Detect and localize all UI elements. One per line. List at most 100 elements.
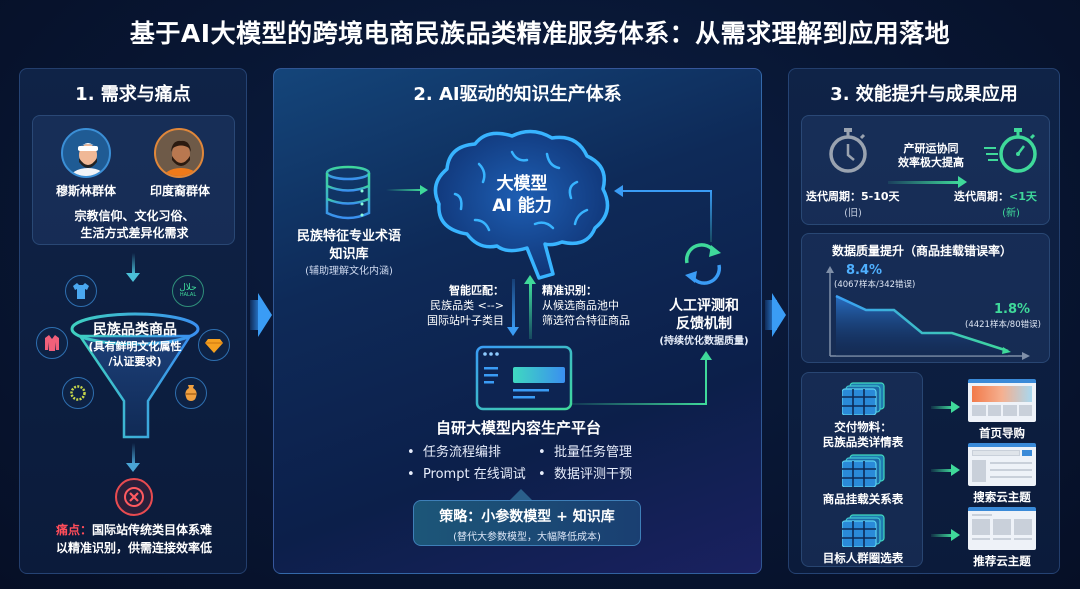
stopwatch-fast-icon	[984, 128, 1037, 173]
feedback-to-brain-line	[622, 190, 712, 192]
identify-line-1: 从候选商品池中	[542, 299, 619, 312]
table-stack-icon-3	[842, 514, 885, 547]
app-label-recommend: 推荐云主题	[973, 554, 1031, 568]
funnel-sub-1: (具有鲜明文化属性	[88, 340, 182, 353]
app-arrow-1-icon	[951, 401, 960, 413]
feedback-vertical-line	[710, 190, 712, 242]
brain-label-2: AI 能力	[492, 196, 552, 216]
arrow-right-icon	[420, 185, 428, 195]
necklace-icon	[62, 377, 94, 409]
arrow-down-icon-2	[126, 463, 140, 472]
arrow-down-blue-icon	[507, 327, 519, 336]
user-groups-card: 穆斯林群体 印度裔群体 宗教信仰、文化习俗、 生活方式差异化需求	[32, 115, 235, 245]
match-label: 智能匹配：	[449, 284, 504, 297]
panel2-title: 2. AI驱动的知识生产体系	[413, 84, 622, 105]
end-value: 1.8%	[994, 302, 1031, 317]
kb-title-2: 知识库	[329, 247, 369, 262]
arrow-down-line-2	[132, 443, 135, 465]
app-arrow-3-line	[931, 534, 953, 537]
identify-arrow-line	[529, 283, 532, 339]
match-line-2: 国际站叶子类目	[427, 314, 504, 327]
arrow-left-icon	[614, 185, 623, 197]
platform-title: 自研大模型内容生产平台	[435, 419, 601, 437]
feature-3: • Prompt 在线调试	[407, 467, 526, 482]
platform-to-feedback-vertical	[705, 359, 707, 405]
brain-icon	[433, 129, 610, 280]
app-label-search: 搜索云主题	[973, 490, 1031, 504]
feedback-title-2: 反馈机制	[676, 316, 732, 332]
app-arrow-3-icon	[951, 529, 960, 541]
group-label-indian: 印度裔群体	[149, 184, 210, 198]
needs-line-2: 生活方式差异化需求	[80, 226, 189, 240]
feature-2: • 批量任务管理	[538, 445, 632, 460]
start-detail: (4067样本/342错误)	[834, 280, 916, 290]
arrow-up-icon	[700, 351, 712, 360]
new-cycle: 迭代周期：<1天	[954, 190, 1037, 203]
iteration-cycle-card: 产研运协同 效率极大提高 迭代周期：5-10天 (旧) 迭代周期：<1天 (新)	[801, 115, 1050, 225]
arrow-kb-to-brain	[386, 189, 422, 191]
app-label-homepage: 首页导购	[979, 426, 1025, 440]
quality-chart-card: 数据质量提升（商品挂载错误率） 8.4% (4067样本/342错误) 1.8%…	[801, 233, 1050, 363]
halal-arabic-text: حلال	[179, 283, 197, 293]
match-arrow-line	[512, 279, 515, 331]
homepage-screen-icon	[968, 379, 1036, 422]
deliverable-1-label: 交付物料：	[834, 420, 892, 434]
app-arrow-2-line	[931, 469, 953, 472]
refresh-cycle-icon	[684, 243, 722, 285]
brain-label-1: 大模型	[496, 174, 548, 194]
halal-icon: حلال HALAL	[172, 275, 204, 307]
search-screen-icon	[968, 443, 1036, 486]
group-label-muslim: 穆斯林群体	[55, 184, 116, 198]
arrow-down-line	[132, 253, 135, 275]
callout-pointer	[509, 489, 533, 501]
start-value: 8.4%	[846, 263, 883, 278]
arrow-up-green-icon	[524, 275, 536, 284]
kb-title-1: 民族特征专业术语	[296, 229, 401, 244]
match-line-1: 民族品类 <-->	[430, 299, 504, 312]
deliverable-1-label-2: 民族品类详情表	[822, 435, 904, 449]
platform-to-feedback-line	[569, 403, 707, 405]
strategy-sub: (替代大参数模型，大幅降低成本)	[453, 532, 601, 543]
stopwatch-old-icon	[829, 128, 867, 173]
page-title: 基于AI大模型的跨境电商民族品类精准服务体系：从需求理解到应用落地	[129, 19, 951, 48]
app-arrow-2-icon	[951, 464, 960, 476]
deliverable-3-label: 目标人群圈选表	[822, 551, 904, 565]
strategy-title: 策略：小参数模型 + 知识库	[439, 509, 615, 525]
pain-point-text-1: 国际站传统类目体系难	[92, 523, 213, 537]
improvement-arrow-line	[888, 181, 960, 184]
feature-1: • 任务流程编排	[407, 445, 501, 460]
funnel-sub-2: /认证要求)	[108, 355, 162, 368]
pain-point-line-2: 以精准识别，供需连接效率低	[55, 541, 212, 555]
robe-icon	[36, 327, 68, 359]
pain-point-label: 痛点：	[55, 523, 92, 537]
panel-needs-pain-points: 1. 需求与痛点 穆斯林群体 印度裔群体 宗教信仰、文化习俗、 生活方式差异化需…	[19, 68, 247, 574]
feature-4: • 数据评测干预	[538, 467, 632, 482]
table-stack-icon-1	[842, 382, 885, 415]
flow-arrow-1-icon	[258, 293, 272, 337]
panel1-title: 1. 需求与痛点	[75, 84, 191, 105]
platform-window-icon	[475, 345, 573, 411]
kb-sub: (辅助理解文化内涵)	[305, 266, 393, 277]
flow-arrow-2-icon	[772, 293, 786, 337]
needs-line-1: 宗教信仰、文化习俗、	[74, 209, 195, 223]
feedback-sub: (持续优化数据质量)	[659, 336, 749, 347]
identify-line-2: 筛选符合特征商品	[542, 314, 630, 327]
collab-line-2: 效率极大提高	[898, 156, 964, 169]
strategy-callout: 策略：小参数模型 + 知识库 (替代大参数模型，大幅降低成本)	[413, 500, 641, 546]
improvement-arrow-icon	[958, 176, 967, 188]
end-detail: (4421样本/80错误)	[965, 320, 1041, 330]
diamond-icon	[198, 329, 230, 361]
vase-icon	[175, 377, 207, 409]
funnel-icon	[70, 312, 200, 439]
old-tag: (旧)	[844, 208, 862, 219]
identify-label: 精准识别：	[542, 284, 597, 297]
panel-ai-knowledge-production: 2. AI驱动的知识生产体系 民族特征专业术语 知识库 (辅助理解文化内涵) 大…	[273, 68, 762, 574]
feedback-title-1: 人工评测和	[669, 298, 739, 314]
error-x-icon	[115, 478, 153, 516]
table-stack-icon-2	[842, 454, 885, 487]
panel-efficiency-results: 3. 效能提升与成果应用 产研运协同 效率极大提高 迭代周期：5-10天 (旧)…	[788, 68, 1060, 574]
panel3-title: 3. 效能提升与成果应用	[830, 84, 1018, 105]
chart-title: 数据质量提升（商品挂载错误率）	[832, 244, 1013, 258]
arrow-down-icon	[126, 273, 140, 282]
old-cycle: 迭代周期：5-10天	[806, 190, 900, 203]
